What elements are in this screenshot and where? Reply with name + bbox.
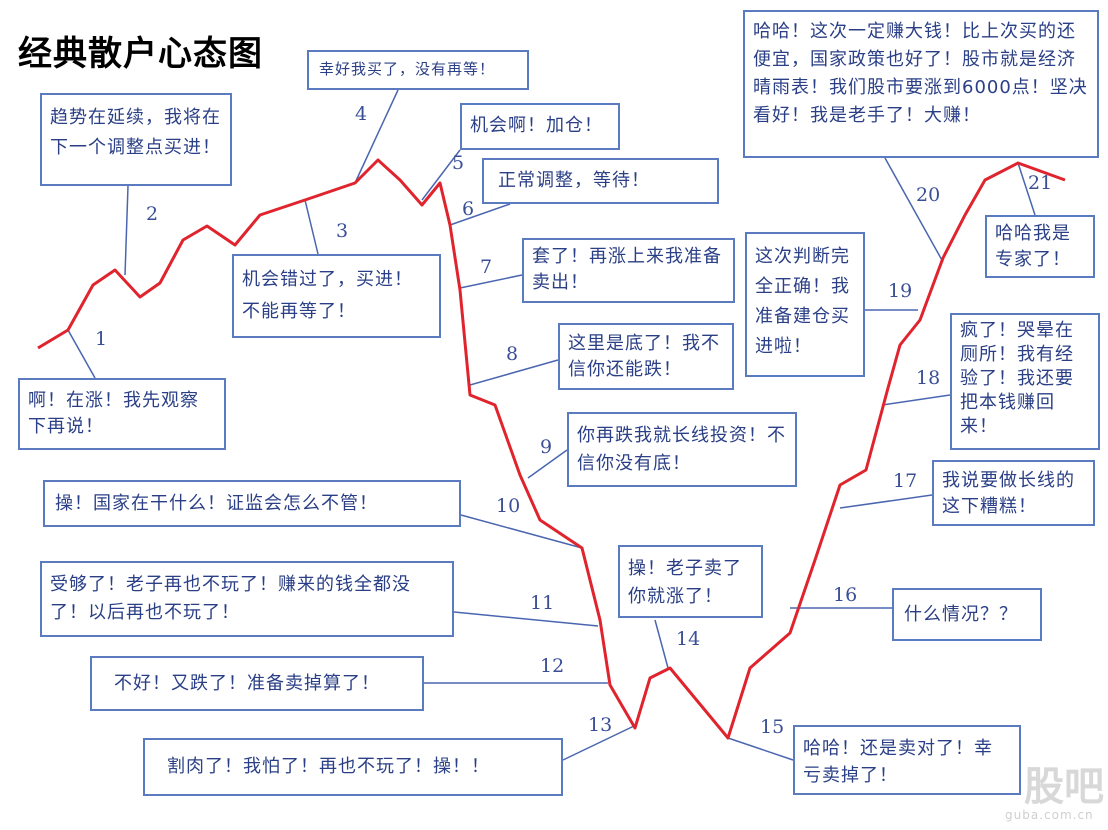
label-19: 19: [888, 280, 913, 302]
label-21: 21: [1028, 172, 1053, 194]
label-15: 15: [760, 716, 785, 738]
annotation-box-7: 套了！再涨上来我准备卖出！: [522, 238, 735, 303]
watermark-site: guba.com.cn: [1005, 808, 1094, 822]
label-8: 8: [506, 343, 519, 365]
label-20: 20: [916, 184, 941, 206]
label-9: 9: [540, 436, 553, 458]
annotation-box-10: 操！国家在干什么！证监会怎么不管！: [43, 480, 461, 527]
label-14: 14: [676, 628, 701, 650]
annotation-box-17: 我说要做长线的这下糟糕！: [932, 460, 1095, 526]
annotation-box-6: 正常调整，等待！: [482, 158, 719, 204]
annotation-box-20: 哈哈！这次一定赚大钱！比上次买的还便宜，国家政策也好了！股市就是经济晴雨表！我们…: [743, 10, 1099, 158]
annotation-box-4: 幸好我买了，没有再等！: [307, 50, 529, 90]
annotation-box-18: 疯了！哭晕在厕所！我有经验了！我还要把本钱赚回来！: [950, 313, 1100, 450]
label-2: 2: [146, 203, 159, 225]
annotation-box-13: 割肉了！我怕了！再也不玩了！操！！: [143, 738, 563, 796]
annotation-box-15: 哈哈！还是卖对了！幸亏卖掉了！: [793, 725, 1021, 795]
label-16: 16: [833, 584, 858, 606]
watermark-logo: 股吧: [1024, 764, 1104, 810]
annotation-box-5: 机会啊！加仓！: [460, 103, 620, 150]
label-1: 1: [95, 328, 108, 350]
annotation-box-8: 这里是底了！我不信你还能跌！: [558, 323, 734, 390]
label-3: 3: [336, 220, 349, 242]
annotation-box-16: 什么情况？？: [892, 588, 1042, 641]
label-7: 7: [480, 256, 493, 278]
label-6: 6: [462, 198, 475, 220]
connector-lines: [67, 89, 1036, 761]
annotation-box-14: 操！老子卖了你就涨了！: [618, 545, 763, 618]
annotation-box-1: 啊！在涨！我先观察下再说！: [18, 378, 226, 450]
label-17: 17: [893, 470, 918, 492]
annotation-box-11: 受够了！老子再也不玩了！赚来的钱全都没了！以后再也不玩了！: [40, 561, 454, 637]
label-10: 10: [496, 495, 521, 517]
annotation-box-12: 不好！又跌了！准备卖掉算了！: [90, 656, 424, 711]
label-18: 18: [916, 367, 941, 389]
label-5: 5: [452, 152, 465, 174]
label-13: 13: [588, 714, 613, 736]
label-4: 4: [355, 103, 368, 125]
price-line: [37, 158, 1066, 740]
annotation-box-19: 这次判断完全正确！我准备建仓买进啦！: [745, 232, 865, 377]
annotation-box-21: 哈哈我是专家了！: [985, 215, 1095, 278]
label-11: 11: [530, 592, 555, 614]
label-12: 12: [540, 655, 565, 677]
annotation-box-9: 你再跌我就长线投资！不信你没有底！: [567, 412, 797, 487]
annotation-box-3: 机会错过了，买进！不能再等了！: [232, 254, 441, 338]
page-title: 经典散户心态图: [18, 34, 263, 74]
annotation-box-2: 趋势在延续，我将在下一个调整点买进！: [40, 93, 232, 186]
